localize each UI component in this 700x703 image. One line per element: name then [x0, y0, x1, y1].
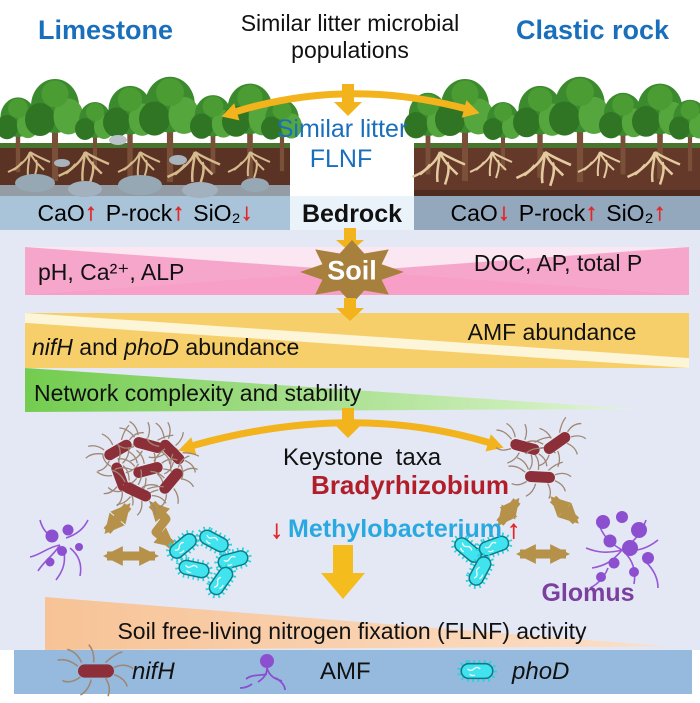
legend-amf-label: AMF: [320, 658, 371, 685]
green-band-text: Network complexity and stability: [34, 380, 362, 406]
sio2-label: SiO₂: [193, 199, 241, 226]
methylobacterium-row: ↓ Methylobacterium ↑: [270, 514, 520, 545]
limestone-rocks: [0, 135, 290, 198]
methylobacterium-label: Methylobacterium: [288, 515, 502, 543]
nifh-gene-label: nifH: [32, 334, 73, 360]
similar-litter-line1: Similar litter: [276, 115, 408, 143]
bradyrhizobium-label: Bradyrhizobium: [311, 470, 509, 500]
glomus-label: Glomus: [541, 579, 635, 607]
cao-label: CaO: [450, 199, 498, 226]
bedrock-label: Bedrock: [301, 200, 403, 228]
yellow-band-left-text: nifH and phoD abundance: [32, 334, 300, 360]
down-arrow-icon: ↓: [240, 199, 253, 226]
down-arrow-icon: ↓: [497, 199, 510, 226]
up-arrow-icon: ↑: [653, 199, 666, 226]
forest-panel-limestone: [0, 76, 302, 198]
legend-nifh-label: nifH: [132, 658, 175, 685]
pink-band-left-text: pH, Ca²⁺, ALP: [38, 259, 185, 285]
cao-label: CaO: [37, 199, 85, 226]
bedrock-band-limestone: [0, 196, 290, 230]
prock-label: P-rock: [105, 199, 173, 226]
header-center-label: Similar litter microbial populations: [240, 10, 460, 64]
up-arrow-icon: ↑: [506, 514, 520, 544]
down-arrow-icon: ↓: [270, 514, 284, 544]
bedrock-band-clastic: [414, 196, 700, 230]
forest-panel-clastic: [404, 76, 700, 196]
soil-hub-label: Soil: [327, 255, 377, 286]
bedrock-band-center: [290, 196, 414, 230]
legend-phod-label: phoD: [512, 658, 570, 685]
bedrock-right-values: CaO↓ P-rock↑ SiO₂↑: [418, 196, 698, 230]
up-arrow-icon: ↑: [84, 199, 97, 226]
bedrock-left-values: CaO↑ P-rock↑ SiO₂↓: [4, 196, 286, 230]
center-column: [290, 55, 414, 196]
prock-label: P-rock: [518, 199, 586, 226]
sio2-label: SiO₂: [606, 199, 654, 226]
roots-right: [411, 150, 682, 188]
up-arrow-icon: ↑: [585, 199, 598, 226]
clastic-rock-label: Clastic rock: [516, 15, 670, 45]
limestone-label: Limestone: [38, 15, 174, 45]
phod-gene-label: phoD: [124, 334, 180, 360]
keystone-taxa-label: Keystone taxa: [282, 444, 442, 471]
gene-abundance-band: [25, 313, 689, 368]
up-arrow-icon: ↑: [172, 199, 185, 226]
yellow-band-right-text: AMF abundance: [467, 319, 637, 345]
flnf-band-text: Soil free-living nitrogen fixation (FLNF…: [117, 618, 587, 644]
similar-litter-line2: FLNF: [309, 145, 373, 173]
roots-left: [7, 150, 271, 186]
pink-band-right-text: DOC, AP, total P: [473, 250, 643, 276]
